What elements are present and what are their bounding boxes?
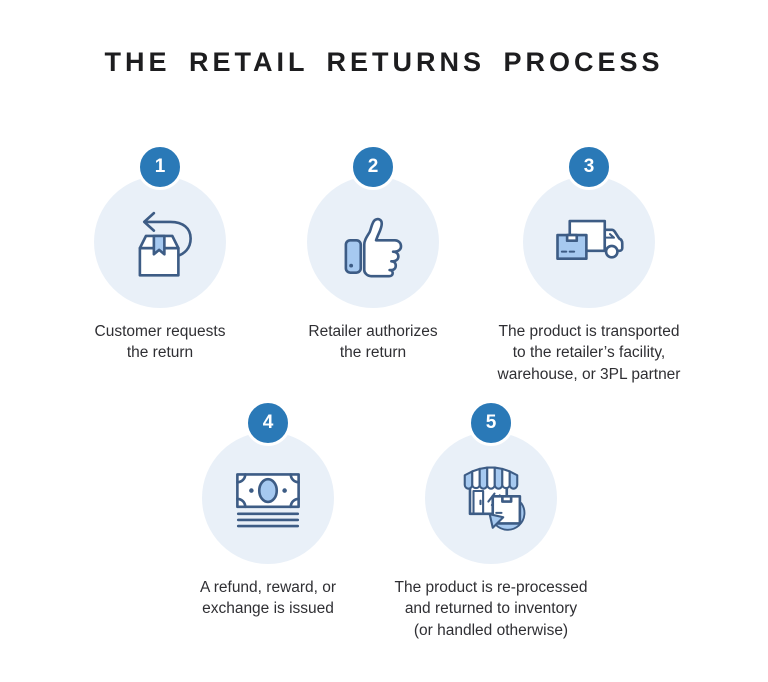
- step-4: 4 A refund, reward, or exchange is issue…: [153, 400, 383, 620]
- step-caption: The product is transported to the retail…: [497, 323, 681, 383]
- step-3: 3 The product is transported to the reta…: [474, 144, 704, 385]
- step-icon-bubble: [94, 176, 226, 308]
- step-icon-bubble: [307, 176, 439, 308]
- step-5: 5 The product is re: [376, 400, 606, 641]
- step-1: 1 Customer requests the return: [45, 144, 275, 364]
- step-number-badge: 1: [137, 144, 183, 190]
- step-caption: The product is re-processed and returned…: [394, 579, 588, 639]
- cash-refund-icon: [236, 473, 300, 528]
- step-caption: A refund, reward, or exchange is issued: [199, 579, 337, 618]
- step-icon-bubble: [425, 432, 557, 564]
- step-number-badge: 5: [468, 400, 514, 446]
- return-box-icon: [138, 211, 192, 277]
- step-2: 2 Retailer authorizes the return: [258, 144, 488, 364]
- step-icon-bubble: [202, 432, 334, 564]
- page-title: THE RETAIL RETURNS PROCESS: [104, 47, 664, 77]
- step-caption: Customer requests the return: [94, 323, 226, 362]
- thumbs-up-icon: [344, 217, 403, 278]
- step-number-badge: 3: [566, 144, 612, 190]
- step-number-badge: 2: [350, 144, 396, 190]
- store-restock-icon: [463, 466, 526, 531]
- step-icon-bubble: [523, 176, 655, 308]
- delivery-truck-icon: [556, 219, 624, 260]
- step-number-badge: 4: [245, 400, 291, 446]
- step-caption: Retailer authorizes the return: [308, 323, 438, 362]
